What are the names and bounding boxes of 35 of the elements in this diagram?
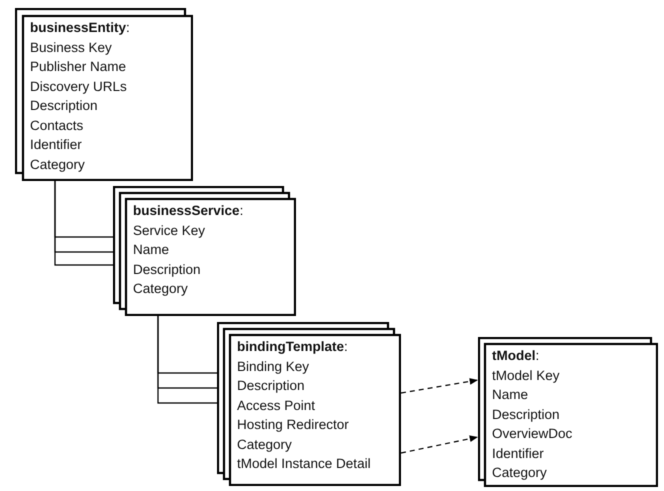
record-heading: businessEntity:	[30, 19, 130, 37]
field-name: Business Key	[30, 38, 112, 57]
stacked-record-card	[113, 186, 296, 316]
field-name: Name	[133, 241, 170, 259]
arrow	[400, 378, 478, 394]
field-name: Access Point	[237, 396, 316, 414]
field-name: Category	[492, 464, 547, 482]
stacked-record-card	[15, 8, 193, 181]
field-name: Discovery URLs	[30, 78, 127, 96]
field-name: Publisher Name	[30, 58, 126, 76]
field-name: Description	[237, 377, 305, 395]
stacked-record-card	[478, 337, 658, 487]
field-name: OverviewDoc	[492, 425, 572, 443]
stacked-record-card	[217, 322, 401, 486]
field-name: tModel Instance Detail	[237, 455, 371, 473]
field-name: tModel Key	[492, 366, 560, 385]
field-name: Name	[492, 386, 528, 404]
field-name: Description	[30, 97, 98, 115]
field-name: Hosting Redirector	[237, 416, 349, 434]
field-name: Service Key	[133, 222, 206, 240]
field-name: Description	[133, 260, 201, 279]
connector-line	[54, 181, 113, 266]
field-name: Contacts	[30, 116, 84, 134]
record-heading: businessService:	[133, 202, 244, 220]
record-heading: tModel:	[492, 347, 540, 365]
field-name: Category	[237, 436, 292, 454]
arrow	[400, 435, 478, 454]
connector-line	[157, 316, 217, 404]
field-name: Identifier	[492, 444, 544, 462]
field-name: Category	[30, 156, 85, 174]
record-heading: bindingTemplate:	[237, 338, 348, 356]
field-name: Description	[492, 406, 560, 424]
field-name: Binding Key	[237, 358, 310, 376]
field-name: Identifier	[30, 136, 82, 154]
field-name: Category	[133, 280, 188, 298]
